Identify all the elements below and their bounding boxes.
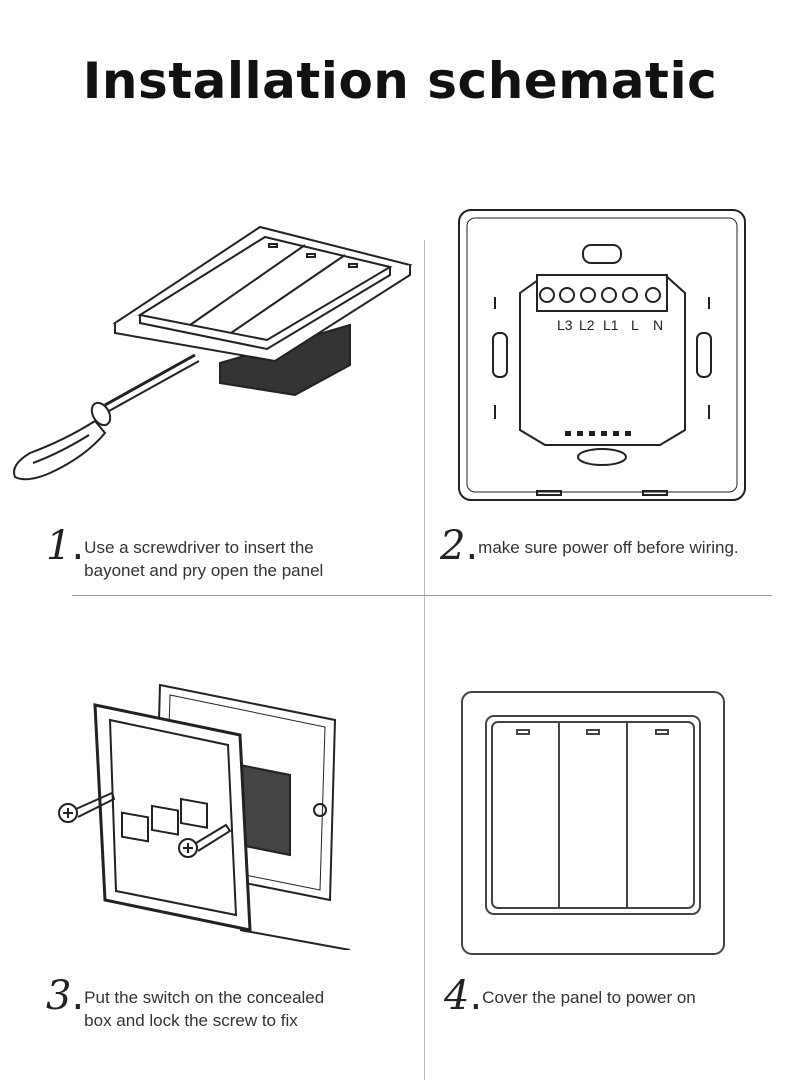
step-text: Put the switch on the concealed box and … bbox=[84, 976, 324, 1032]
step-text-line1: Cover the panel to power on bbox=[482, 988, 696, 1007]
terminal-label-l1: L1 bbox=[603, 317, 619, 333]
step-text: make sure power off before wiring. bbox=[478, 526, 738, 559]
terminal-label-n: N bbox=[653, 317, 663, 333]
page-title: Installation schematic bbox=[82, 52, 718, 110]
step3-illustration bbox=[58, 683, 351, 950]
step-text-line2: box and lock the screw to fix bbox=[84, 1011, 298, 1030]
step-number: 3 bbox=[46, 973, 72, 1019]
terminal-label-l: L bbox=[631, 317, 639, 333]
step-3-caption: 3. Put the switch on the concealed box a… bbox=[46, 976, 324, 1032]
step-dot: . bbox=[465, 523, 479, 569]
step4-illustration bbox=[461, 691, 725, 955]
step-1-caption: 1. Use a screwdriver to insert the bayon… bbox=[46, 526, 323, 582]
horizontal-divider bbox=[72, 595, 772, 596]
step-dot: . bbox=[71, 523, 85, 569]
step-text: Use a screwdriver to insert the bayonet … bbox=[84, 526, 323, 582]
step-text-line1: Put the switch on the concealed bbox=[84, 988, 325, 1007]
step-text-line1: make sure power off before wiring. bbox=[478, 538, 739, 557]
vertical-divider bbox=[424, 240, 425, 1080]
step2-illustration: L3 L2 L1 L N bbox=[458, 209, 746, 501]
step1-illustration bbox=[13, 225, 413, 481]
step-number: 1 bbox=[46, 523, 72, 569]
step-dot: . bbox=[71, 973, 85, 1019]
step-4-caption: 4. Cover the panel to power on bbox=[444, 976, 696, 1016]
step-text: Cover the panel to power on bbox=[482, 976, 696, 1009]
step-dot: . bbox=[469, 973, 483, 1019]
step-number: 2 bbox=[440, 523, 466, 569]
terminal-label-l3: L3 bbox=[557, 317, 573, 333]
step-number: 4 bbox=[444, 973, 470, 1019]
step-text-line1: Use a screwdriver to insert the bbox=[84, 538, 314, 557]
step-2-caption: 2. make sure power off before wiring. bbox=[440, 526, 739, 566]
step-text-line2: bayonet and pry open the panel bbox=[84, 561, 324, 580]
terminal-label-l2: L2 bbox=[579, 317, 595, 333]
